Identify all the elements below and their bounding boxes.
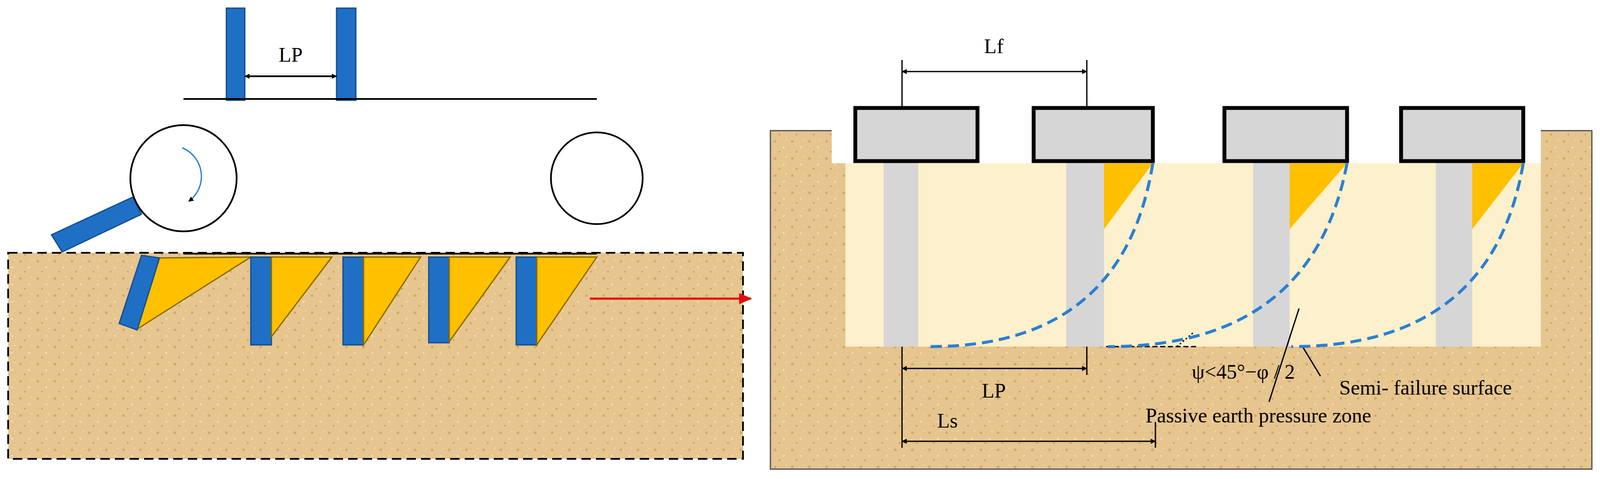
failure-curve <box>1108 163 1348 347</box>
cap <box>1224 108 1348 162</box>
blade <box>428 257 450 343</box>
callout-label: Passive earth pressure zone <box>1142 403 1374 429</box>
post <box>883 161 919 347</box>
base-line <box>1106 346 1197 348</box>
leader-line <box>1303 348 1321 377</box>
soil-ground <box>770 130 1592 470</box>
idler-wheel <box>550 132 643 225</box>
soil-wedge <box>536 257 597 346</box>
cap <box>1033 108 1153 162</box>
soil-wedge <box>1472 163 1524 230</box>
belt <box>183 252 597 255</box>
belt <box>183 98 597 100</box>
blade <box>336 8 356 101</box>
blade <box>226 8 245 101</box>
dimension-tick <box>1086 60 1088 108</box>
soil-wedge <box>1103 163 1153 230</box>
soil-wedge <box>1289 163 1348 230</box>
dimension-tick <box>901 60 903 108</box>
dimension-arrow <box>902 71 1087 73</box>
failure-curve <box>930 163 1153 347</box>
dimension-arrow <box>902 368 1087 370</box>
callout-label: Semi- failure surface <box>1336 375 1515 401</box>
blade <box>342 257 364 346</box>
soil-wedge <box>363 257 421 346</box>
dimension-label: Lf <box>981 34 1006 59</box>
failure-curve <box>1291 163 1524 347</box>
blade <box>516 257 537 346</box>
dimension-arrow <box>244 75 337 78</box>
zoom-arrow <box>589 297 752 301</box>
angle-label: ψ<45°−φ / 2 <box>1189 360 1298 385</box>
dimension-label: Ls <box>934 409 961 434</box>
cap <box>855 108 978 162</box>
dimension-arrow <box>902 441 1156 443</box>
drive-wheel <box>130 125 237 232</box>
soil-box <box>8 252 743 460</box>
soil-wedge <box>449 257 511 342</box>
soil-wedge <box>271 257 332 337</box>
leader-line <box>1269 308 1300 403</box>
post <box>1066 161 1104 347</box>
dimension-label: LP <box>979 378 1009 404</box>
blade <box>250 257 272 346</box>
blade <box>119 255 160 331</box>
post <box>1253 161 1290 347</box>
rotation-arrow <box>182 147 202 202</box>
cap <box>1401 108 1524 162</box>
blade <box>51 197 142 253</box>
dimension-tick <box>1086 346 1088 376</box>
dimension-tick <box>901 346 903 449</box>
post <box>1435 161 1473 347</box>
dimension-label: LP <box>276 42 306 68</box>
